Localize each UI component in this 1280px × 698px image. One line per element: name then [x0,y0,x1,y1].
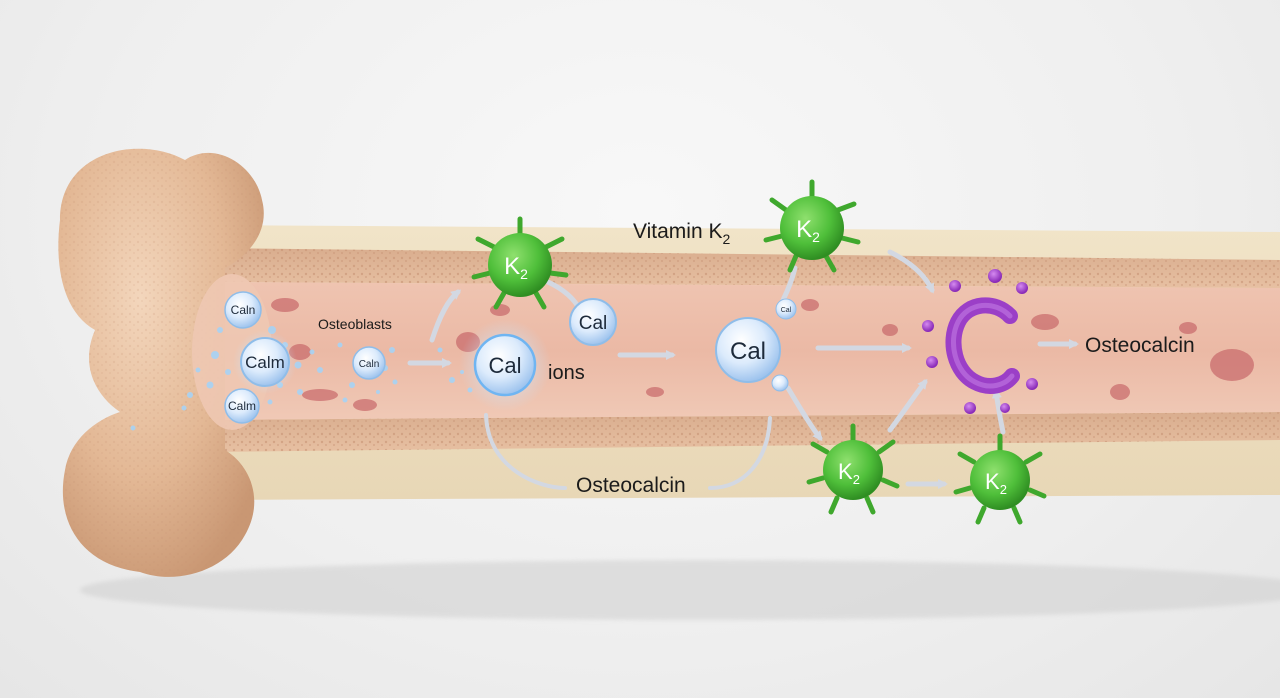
loop-arc-osteocalcin-right [708,416,772,490]
svg-text:Cal: Cal [579,313,608,334]
svg-text:K2: K2 [504,253,528,282]
calcium-bubble-cal-center: Cal [714,316,782,384]
calcium-bubble-cal-tiny: Cal [775,298,797,320]
loop-arc-osteocalcin [484,413,567,490]
arrow-cal-to-k2-top [780,265,798,303]
k2-molecule-bottom: K2 [806,423,900,515]
arrow-k2-right-to-osteocalcin [991,388,1006,435]
k2-molecule-bottom-right: K2 [953,433,1047,525]
vitamin-k2-label: Vitamin K2 [633,220,731,247]
svg-text:Caln: Caln [231,303,256,317]
arrow-cal-to-k2-bottom [785,385,823,442]
svg-text:K2: K2 [985,469,1007,497]
calcium-bubble-calm-main: Calm [233,330,297,394]
arrow-k2-bottom-to-osteocalcin [887,378,928,433]
svg-text:K2: K2 [796,216,820,245]
svg-text:Calm: Calm [228,399,256,413]
osteocalcin-dots [922,269,1038,414]
k2-molecule-top-left: K2 [471,216,569,310]
calcium-bubble-calm-bottom: Calm [224,388,260,424]
svg-text:K2: K2 [838,459,860,487]
svg-text:Cal: Cal [488,353,521,378]
arrow-cal-up-to-k2 [429,289,462,343]
svg-text:Cal: Cal [730,338,766,365]
calcium-bubble-cal-glowing: Cal [459,319,551,411]
osteocalcin-right-label: Osteocalcin [1085,334,1195,357]
ions-label: ions [548,362,585,384]
arrow-k2-top-to-osteocalcin [887,249,935,294]
svg-text:Cal: Cal [781,307,792,314]
svg-text:Caln: Caln [359,359,380,370]
calcium-bubble-calm-small: Caln [352,346,386,380]
osteoblasts-label: Osteoblasts [318,316,392,332]
osteocalcin-molecule [922,269,1038,414]
osteocalcin-bottom-label: Osteocalcin [576,474,686,497]
calcium-bubble-dot [771,374,789,392]
bone-shadow [80,560,1280,620]
flow-arrows [407,249,1079,490]
svg-text:Calm: Calm [245,353,285,372]
k2-molecule-top: K2 [763,179,861,273]
calcium-bubble-calm-top: Caln [224,291,262,329]
calcium-bubble-cal-upper: Cal [569,298,617,346]
